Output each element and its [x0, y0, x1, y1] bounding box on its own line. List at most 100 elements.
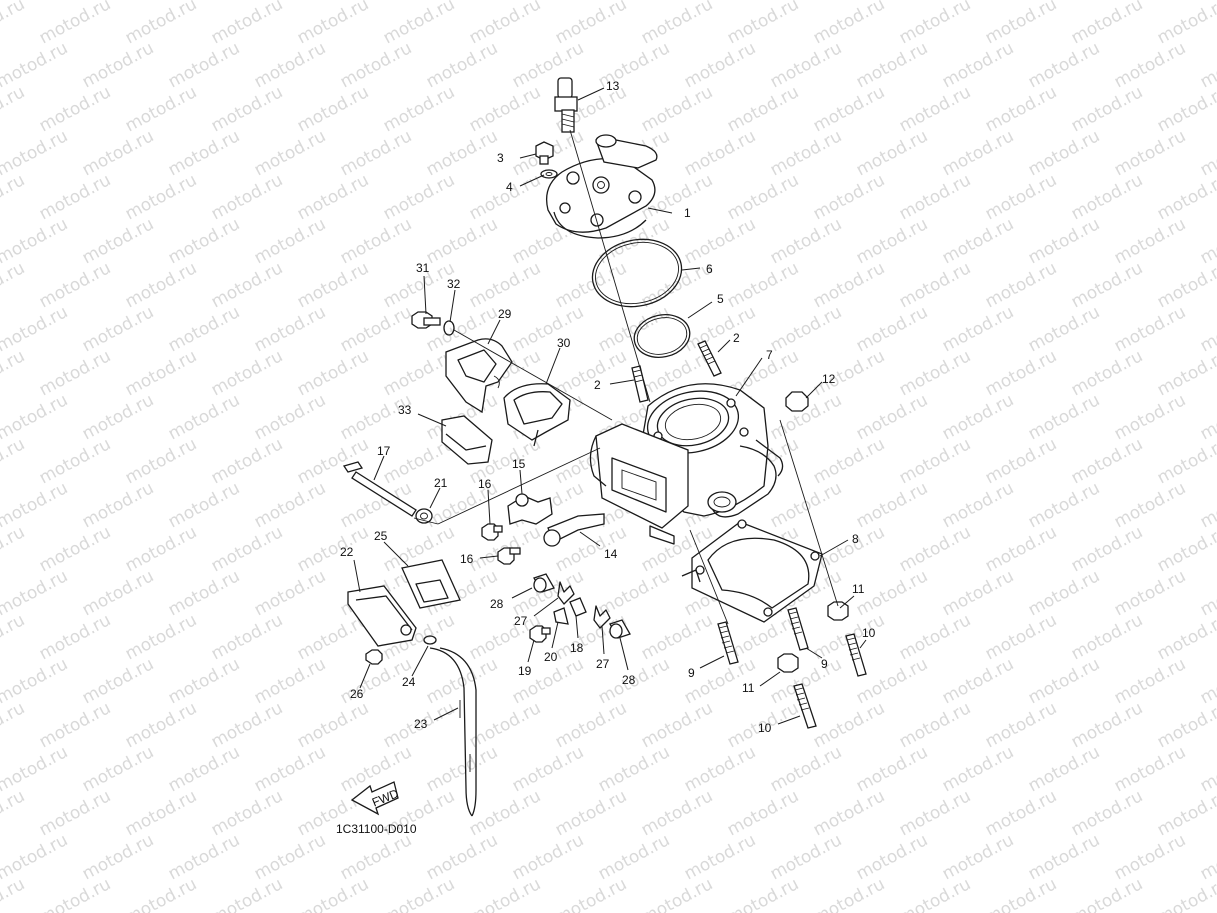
part-clip-upper — [557, 581, 575, 605]
watermark-text: motod.ru — [810, 874, 888, 913]
watermark-text: motod.ru — [380, 0, 458, 48]
watermark-text: motod.ru — [1154, 258, 1217, 312]
watermark-text: motod.ru — [165, 302, 243, 356]
watermark-text: motod.ru — [0, 654, 71, 708]
watermark-text: motod.ru — [251, 478, 329, 532]
watermark-text: motod.ru — [810, 786, 888, 840]
watermark-text: motod.ru — [552, 0, 630, 48]
watermark-text: motod.ru — [1025, 302, 1103, 356]
watermark-text: motod.ru — [294, 346, 372, 400]
callout-15: 15 — [512, 457, 526, 471]
part-push-rod — [342, 461, 417, 517]
watermark-text: motod.ru — [165, 654, 243, 708]
part-cover-gasket — [503, 383, 571, 447]
watermark-text: motod.ru — [0, 258, 28, 312]
leader-lines — [353, 87, 867, 725]
watermark-text: motod.ru — [982, 874, 1060, 913]
watermark-text: motod.ru — [165, 742, 243, 796]
watermark-text: motod.ru — [1154, 346, 1217, 400]
watermark-text: motod.ru — [1154, 522, 1217, 576]
callout-21: 21 — [434, 476, 448, 490]
watermark-text: motod.ru — [681, 126, 759, 180]
watermark-text: motod.ru — [681, 830, 759, 884]
callout-11-right: 11 — [852, 582, 865, 596]
watermark-text: motod.ru — [810, 522, 888, 576]
watermark-text: motod.ru — [1111, 302, 1189, 356]
watermark-text: motod.ru — [208, 258, 286, 312]
part-side-gasket — [401, 559, 461, 609]
callout-32: 32 — [447, 277, 461, 291]
watermark-text: motod.ru — [896, 82, 974, 136]
watermark-text: motod.ru — [423, 742, 501, 796]
part-breather-hose — [429, 647, 477, 817]
watermark-text: motod.ru — [79, 390, 157, 444]
watermark-text: motod.ru — [0, 742, 71, 796]
watermark-text: motod.ru — [251, 302, 329, 356]
watermark-text: motod.ru — [0, 38, 71, 92]
watermark-text: motod.ru — [1197, 654, 1217, 708]
watermark-text: motod.ru — [122, 346, 200, 400]
watermark-text: motod.ru — [0, 0, 28, 48]
watermark-text: motod.ru — [982, 610, 1060, 664]
watermark-text: motod.ru — [380, 874, 458, 913]
watermark-text: motod.ru — [638, 874, 716, 913]
watermark-text: motod.ru — [79, 38, 157, 92]
callout-1: 1 — [684, 206, 691, 220]
watermark-text: motod.ru — [165, 830, 243, 884]
watermark-text: motod.ru — [724, 874, 802, 913]
part-base-stud-left — [717, 621, 739, 665]
watermark-text: motod.ru — [36, 698, 114, 752]
watermark-text: motod.ru — [724, 170, 802, 224]
watermark-text: motod.ru — [1197, 566, 1217, 620]
watermark-text: motod.ru — [165, 478, 243, 532]
watermark-text: motod.ru — [896, 610, 974, 664]
callout-7: 7 — [766, 348, 773, 362]
watermark-text: motod.ru — [767, 830, 845, 884]
watermark-text: motod.ru — [1111, 214, 1189, 268]
watermark-text: motod.ru — [853, 830, 931, 884]
part-base-nut-lower — [777, 653, 799, 673]
watermark-text: motod.ru — [638, 82, 716, 136]
watermark-text: motod.ru — [0, 82, 28, 136]
watermark-text: motod.ru — [466, 786, 544, 840]
watermark-text: motod.ru — [982, 258, 1060, 312]
part-cover-bolt-and-washer — [411, 311, 455, 336]
watermark-text: motod.ru — [0, 610, 28, 664]
watermark-text: motod.ru — [810, 698, 888, 752]
part-hose-clamp — [423, 635, 437, 645]
callout-12: 12 — [822, 372, 836, 386]
watermark-text: motod.ru — [982, 786, 1060, 840]
watermark-text: motod.ru — [36, 0, 114, 48]
watermark-text: motod.ru — [0, 698, 28, 752]
watermark-text: motod.ru — [724, 786, 802, 840]
watermark-text: motod.ru — [0, 126, 71, 180]
callout-20: 20 — [544, 650, 558, 664]
watermark-text: motod.ru — [1154, 786, 1217, 840]
watermark-text: motod.ru — [1154, 0, 1217, 48]
watermark-text: motod.ru — [1025, 126, 1103, 180]
watermark-text: motod.ru — [939, 126, 1017, 180]
watermark-text: motod.ru — [1111, 742, 1189, 796]
part-cylinder-head — [545, 134, 658, 239]
callout-10-right: 10 — [862, 626, 876, 640]
watermark-text: motod.ru — [1111, 654, 1189, 708]
callout-13: 13 — [606, 79, 620, 93]
watermark-text: motod.ru — [1068, 610, 1146, 664]
watermark-text: motod.ru — [1025, 478, 1103, 532]
callout-25: 25 — [374, 529, 388, 543]
watermark-text: motod.ru — [122, 610, 200, 664]
watermark-text: motod.ru — [724, 258, 802, 312]
callout-16-upper: 16 — [478, 477, 492, 491]
watermark-text: motod.ru — [767, 742, 845, 796]
part-clip-lower — [593, 605, 611, 629]
watermark-text: motod.ru — [337, 38, 415, 92]
watermark-text: motod.ru — [165, 126, 243, 180]
callout-28-upper: 28 — [490, 597, 504, 611]
watermark-text: motod.ru — [0, 214, 71, 268]
watermark-text: motod.ru — [36, 434, 114, 488]
watermark-text: motod.ru — [165, 214, 243, 268]
watermark-text: motod.ru — [337, 126, 415, 180]
watermark-text: motod.ru — [638, 0, 716, 48]
watermark-text: motod.ru — [982, 170, 1060, 224]
callout-2-right: 2 — [733, 331, 740, 345]
